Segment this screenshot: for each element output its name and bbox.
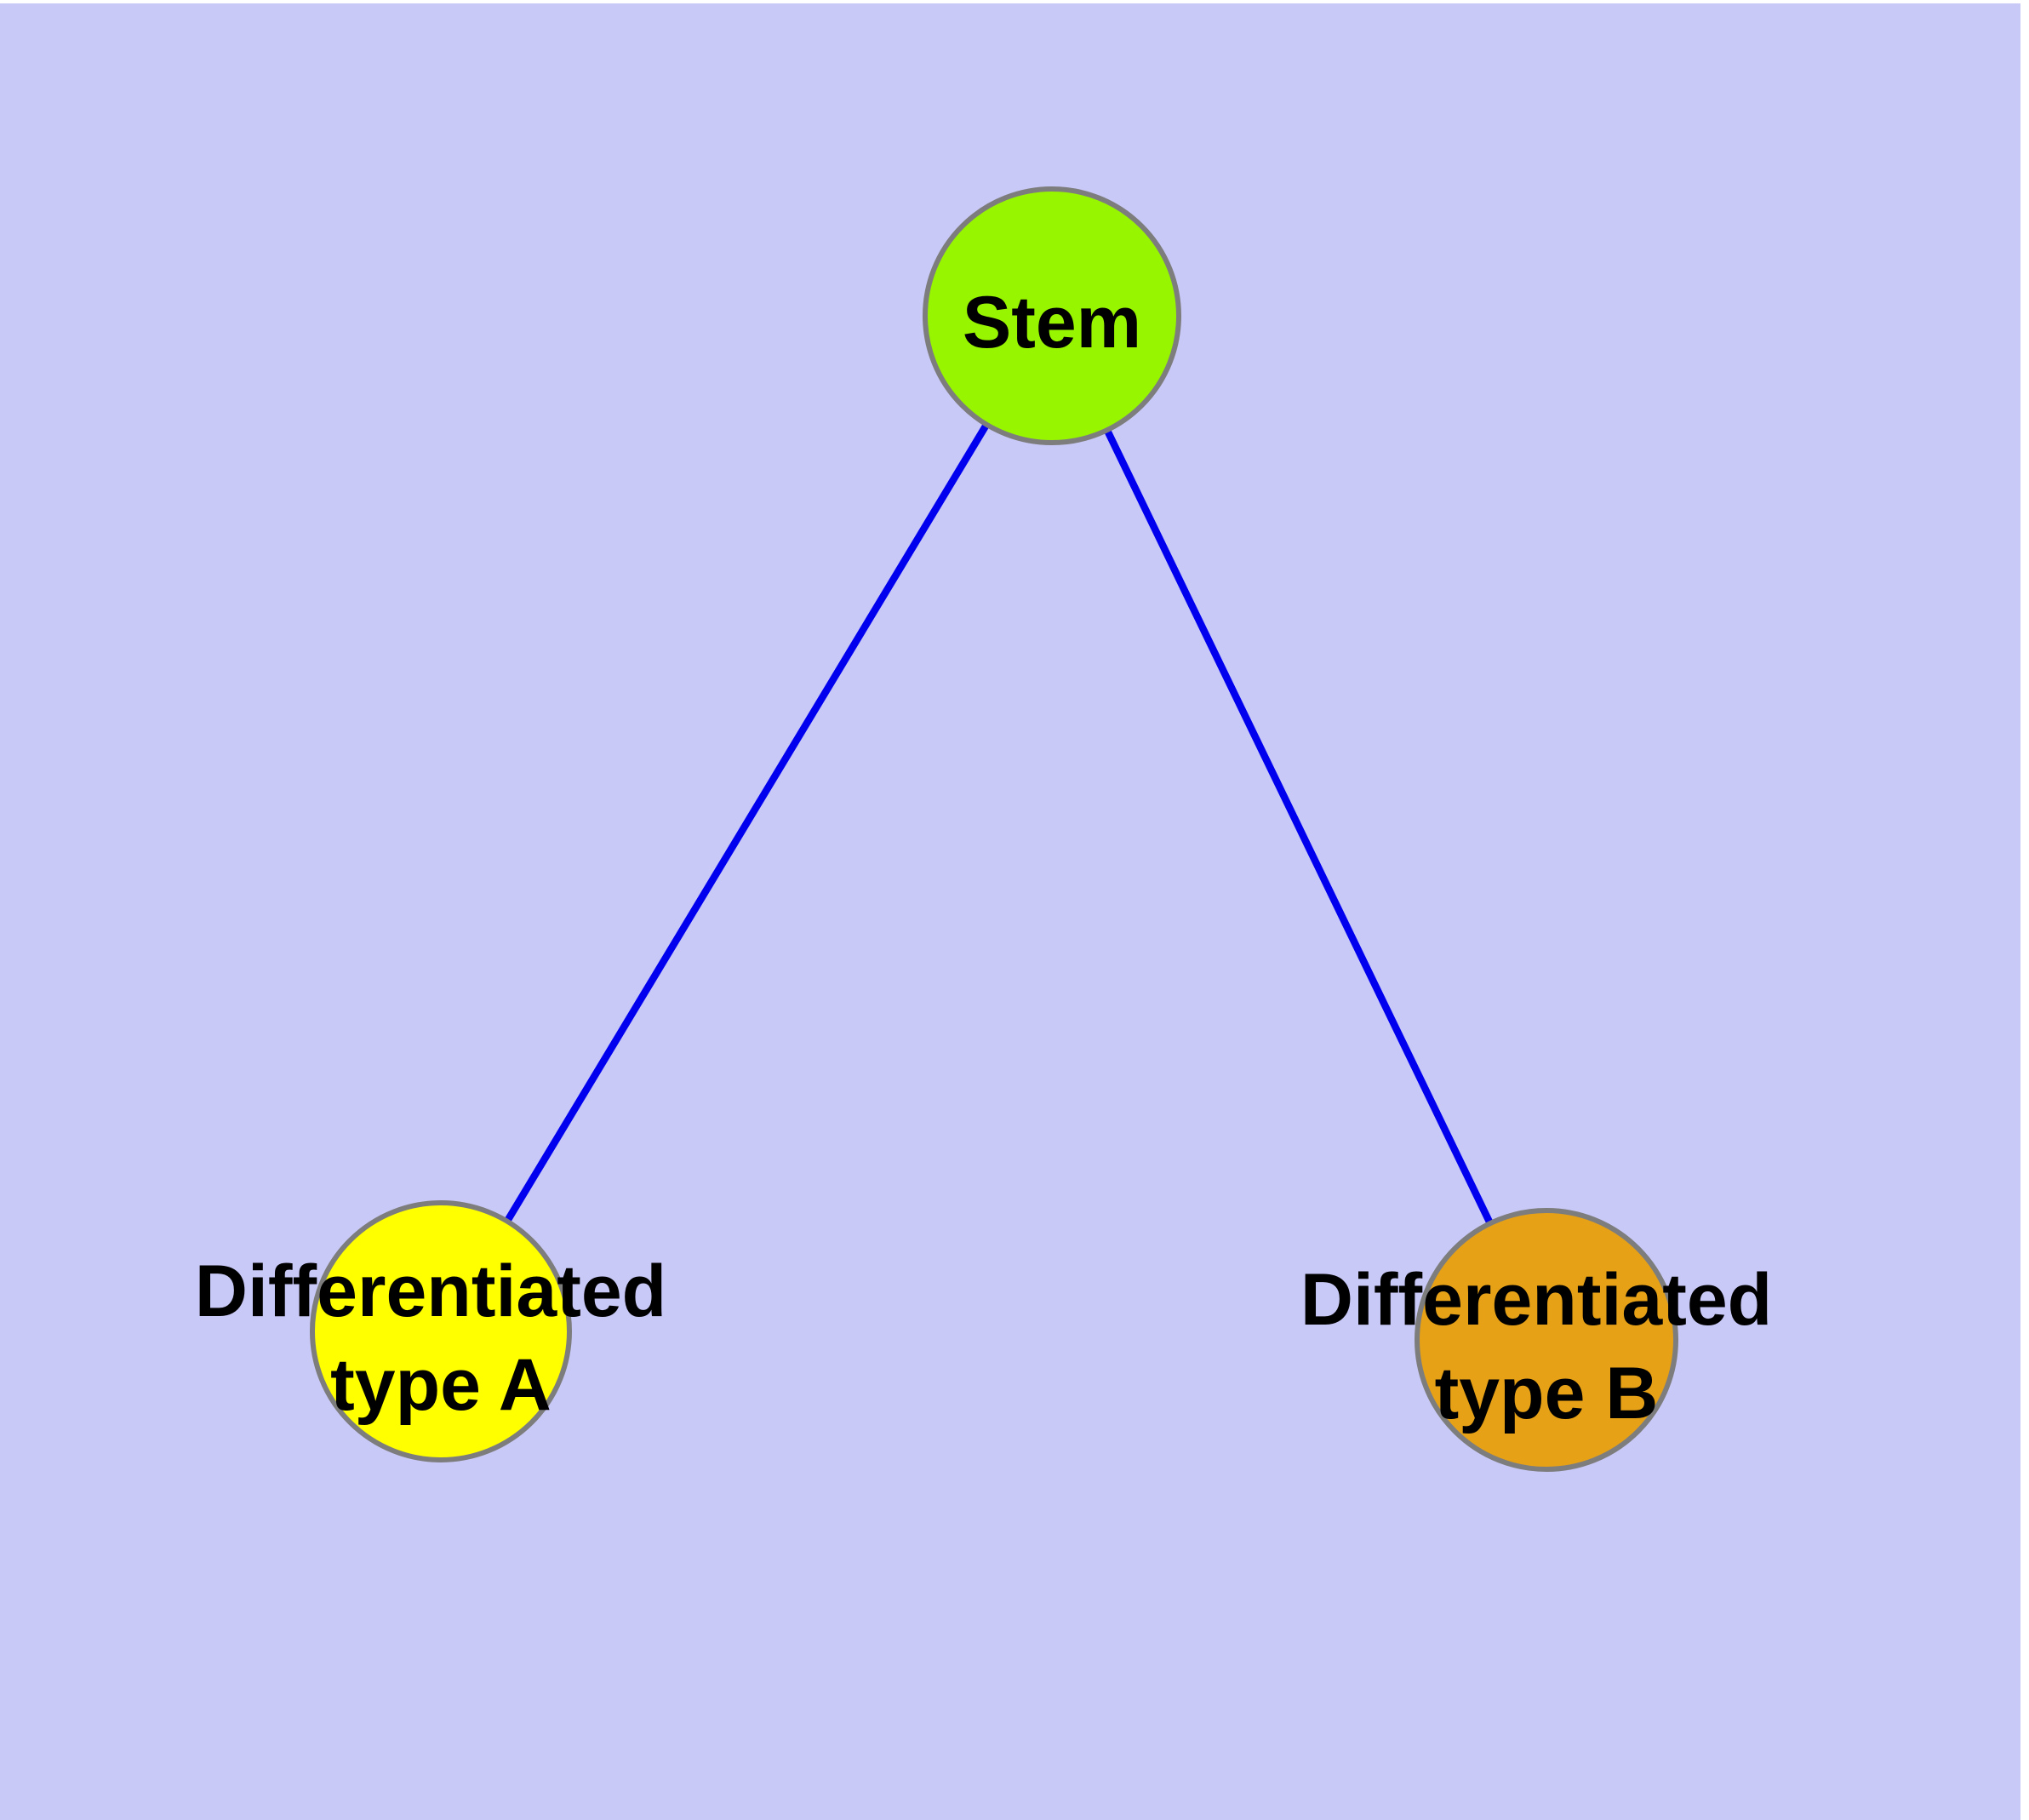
node-differentiated-type-a — [310, 1200, 572, 1462]
node-stem-label: Stem — [963, 282, 1141, 363]
node-type-a-label-line2: type A — [330, 1344, 552, 1426]
node-stem — [923, 186, 1181, 445]
node-stem-label-text: Stem — [963, 282, 1141, 363]
node-differentiated-type-b — [1415, 1208, 1678, 1472]
node-type-a-label: Differentiated type A — [195, 1251, 687, 1426]
node-type-b-label-line1: Differentiated — [1300, 1259, 1772, 1341]
node-type-b-label-line2: type B — [1435, 1353, 1659, 1434]
edge-stem-to-type-a — [437, 313, 1055, 1334]
edge-stem-to-type-b — [1049, 314, 1550, 1342]
node-type-b-label: Differentiated type B — [1300, 1259, 1792, 1434]
node-type-a-label-line1: Differentiated — [195, 1251, 666, 1332]
